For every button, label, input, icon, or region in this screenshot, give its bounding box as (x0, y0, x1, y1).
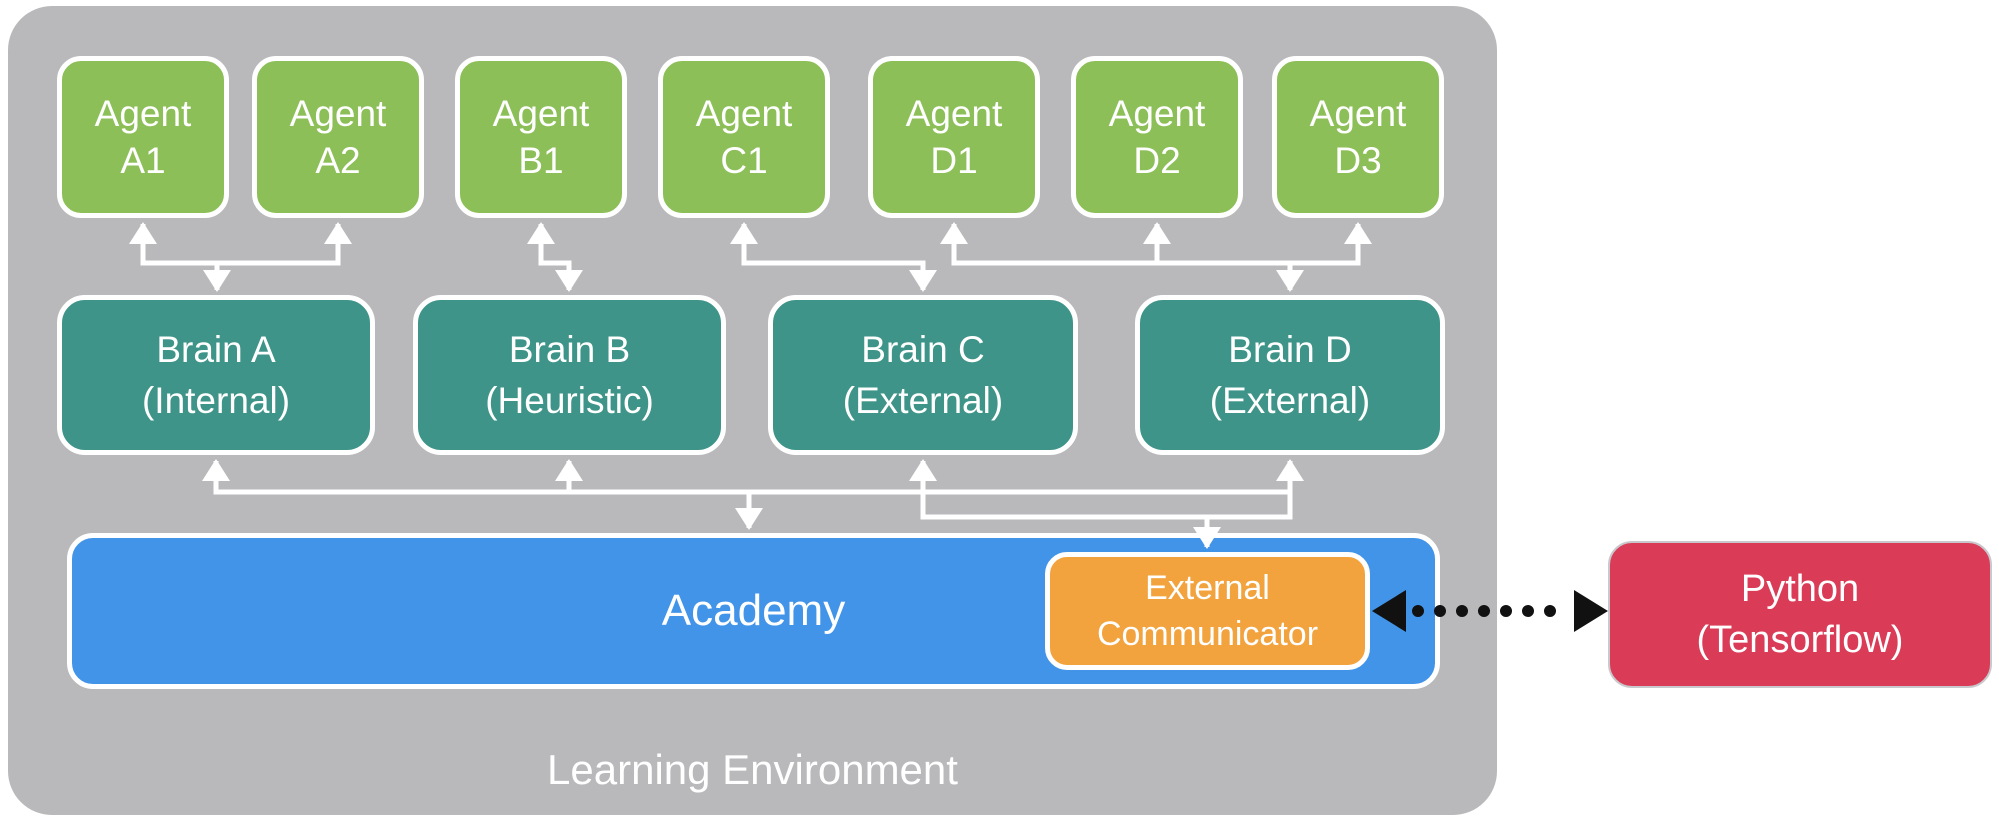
brain-box-d: Brain D (External) (1135, 295, 1445, 455)
agent-d1-label-line2: D1 (930, 140, 978, 181)
agent-b1-label-line1: Agent (492, 93, 590, 134)
python-tensorflow-box: Python (Tensorflow) (1608, 541, 1992, 688)
brain-d-label-line2: (External) (1209, 380, 1371, 421)
agent-d3-label-line2: D3 (1334, 140, 1382, 181)
academy-label: Academy (661, 586, 846, 635)
agent-box-b1: Agent B1 (455, 56, 627, 218)
agent-a1-label-line2: A1 (120, 140, 166, 181)
brain-b-label-line2: (Heuristic) (485, 380, 654, 421)
python-label-line2: (Tensorflow) (1696, 618, 1904, 661)
external-communicator-label-line2: Communicator (1096, 615, 1319, 653)
brain-c-label-line2: (External) (842, 380, 1004, 421)
agent-b1-label-line2: B1 (518, 140, 564, 181)
brain-a-label-line2: (Internal) (141, 380, 291, 421)
learning-environment-label: Learning Environment (547, 746, 958, 793)
agent-d1-label-line1: Agent (905, 93, 1003, 134)
agent-d3-label-line1: Agent (1309, 93, 1407, 134)
agent-box-d3: Agent D3 (1272, 56, 1444, 218)
brain-box-c: Brain C (External) (768, 295, 1078, 455)
brain-box-a: Brain A (Internal) (57, 295, 375, 455)
agent-box-d1: Agent D1 (868, 56, 1040, 218)
agent-d2-label-line2: D2 (1133, 140, 1181, 181)
agent-box-a1: Agent A1 (57, 56, 229, 218)
dotted-arrowhead-right (1574, 590, 1608, 632)
python-label-line1: Python (1740, 567, 1860, 610)
agent-c1-label-line1: Agent (695, 93, 793, 134)
agent-a2-label-line2: A2 (315, 140, 361, 181)
external-communicator-box: External Communicator (1045, 552, 1370, 670)
agent-a2-label-line1: Agent (289, 93, 387, 134)
brain-a-label-line1: Brain A (156, 329, 276, 370)
agent-box-a2: Agent A2 (252, 56, 424, 218)
brain-b-label-line1: Brain B (508, 329, 631, 370)
agent-box-d2: Agent D2 (1071, 56, 1243, 218)
brain-c-label-line1: Brain C (861, 329, 985, 370)
external-communicator-label-line1: External (1145, 569, 1270, 607)
brain-box-b: Brain B (Heuristic) (413, 295, 726, 455)
agent-box-c1: Agent C1 (658, 56, 830, 218)
agent-c1-label-line2: C1 (720, 140, 768, 181)
agent-d2-label-line1: Agent (1108, 93, 1206, 134)
agent-a1-label-line1: Agent (94, 93, 192, 134)
brain-d-label-line1: Brain D (1228, 329, 1352, 370)
